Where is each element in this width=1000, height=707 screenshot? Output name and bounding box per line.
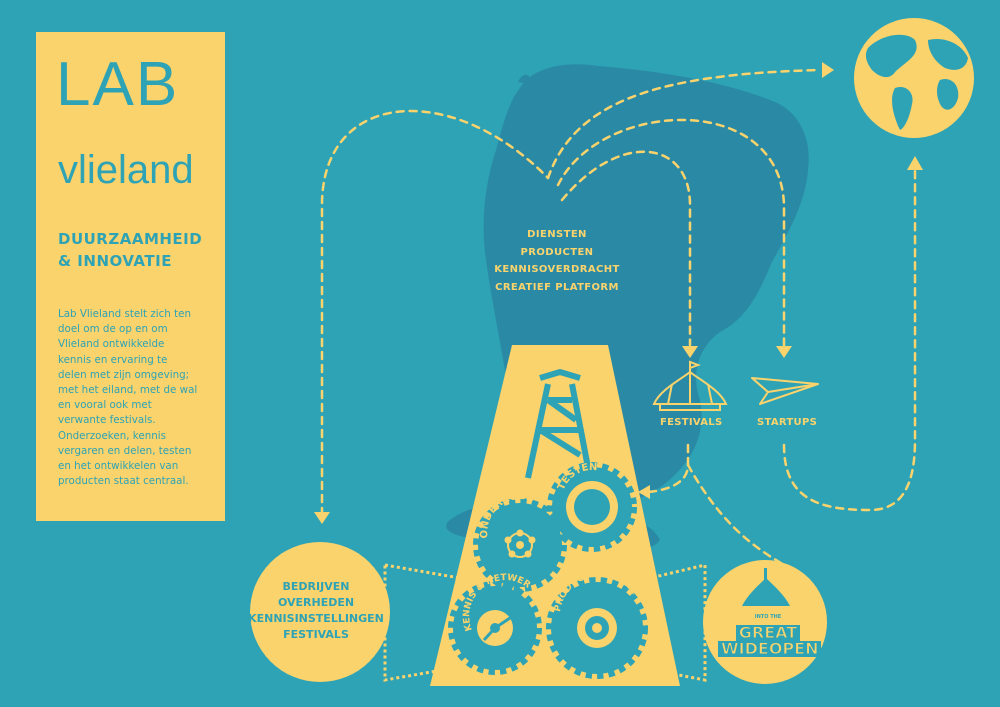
intro-line: en het ontwikkelen van	[58, 460, 179, 473]
partners-list: BEDRIJVEN OVERHEDEN KENNISINSTELLINGEN F…	[248, 579, 384, 643]
intro-line: met het eiland, met de wal	[58, 384, 198, 397]
outputs-list: DIENSTEN PRODUCTEN KENNISOVERDRACHT CREA…	[452, 226, 662, 296]
tent-icon	[652, 360, 728, 411]
globe-icon	[854, 18, 974, 138]
intro-line: delen met zijn omgeving;	[58, 368, 190, 381]
output-item: DIENSTEN	[527, 229, 587, 240]
intro-line: kennis en ervaring te	[58, 353, 168, 366]
arrow-heads	[314, 62, 923, 524]
logo-lab: LAB	[56, 50, 180, 119]
output-item: CREATIEF PLATFORM	[495, 281, 619, 293]
paper-plane-icon	[751, 377, 819, 405]
output-item: PRODUCTEN	[520, 246, 594, 258]
intro-line: Lab Vlieland stelt zich ten	[58, 308, 191, 320]
startups-label: STARTUPS	[757, 417, 818, 428]
intro-line: en vooral ook met	[58, 399, 152, 412]
partner-item: OVERHEDEN	[277, 596, 355, 609]
partners-circle	[250, 542, 390, 682]
logo-vlieland: vlieland	[58, 148, 194, 192]
festival-logo-small: INTO THE	[754, 614, 782, 620]
intro-line: Onderzoeken, kennis	[58, 429, 166, 442]
festival-logo: GREAT WIDEOPEN	[718, 624, 822, 657]
gear-kennis	[448, 581, 542, 675]
intro-line: producten staat centraal.	[58, 475, 189, 488]
partner-item: FESTIVALS	[283, 628, 349, 641]
intro-line: verwante festivals.	[58, 414, 156, 427]
gear-onderzoek	[473, 498, 567, 592]
festival-tent-icon	[742, 568, 790, 606]
intro-text: Lab Vlieland stelt zich ten doel om de o…	[58, 307, 220, 489]
heading-line-2: & INNOVATIE	[58, 252, 172, 270]
partner-item: KENNISINSTELLINGEN	[248, 612, 384, 625]
gear-productontwikkeling	[546, 577, 648, 679]
intro-line: Vlieland ontwikkelde	[58, 338, 165, 351]
intro-panel: LAB vlieland DUURZAAMHEID & INNOVATIE La…	[36, 32, 225, 521]
heading-line-1: DUURZAAMHEID	[58, 230, 203, 248]
gear-testen	[547, 462, 637, 552]
intro-line: vergaren en delen, testen	[58, 444, 192, 457]
festival-logo-line-1: GREAT	[735, 624, 801, 641]
partner-item: BEDRIJVEN	[282, 580, 350, 593]
tower-icon	[525, 369, 593, 479]
panel-heading: DUURZAAMHEID & INNOVATIE	[58, 228, 218, 272]
festivals-label: FESTIVALS	[660, 417, 723, 428]
festival-logo-line-2: WIDEOPEN	[718, 640, 822, 657]
intro-line: doel om de op en om	[58, 323, 168, 336]
output-item: KENNISOVERDRACHT	[494, 264, 620, 275]
